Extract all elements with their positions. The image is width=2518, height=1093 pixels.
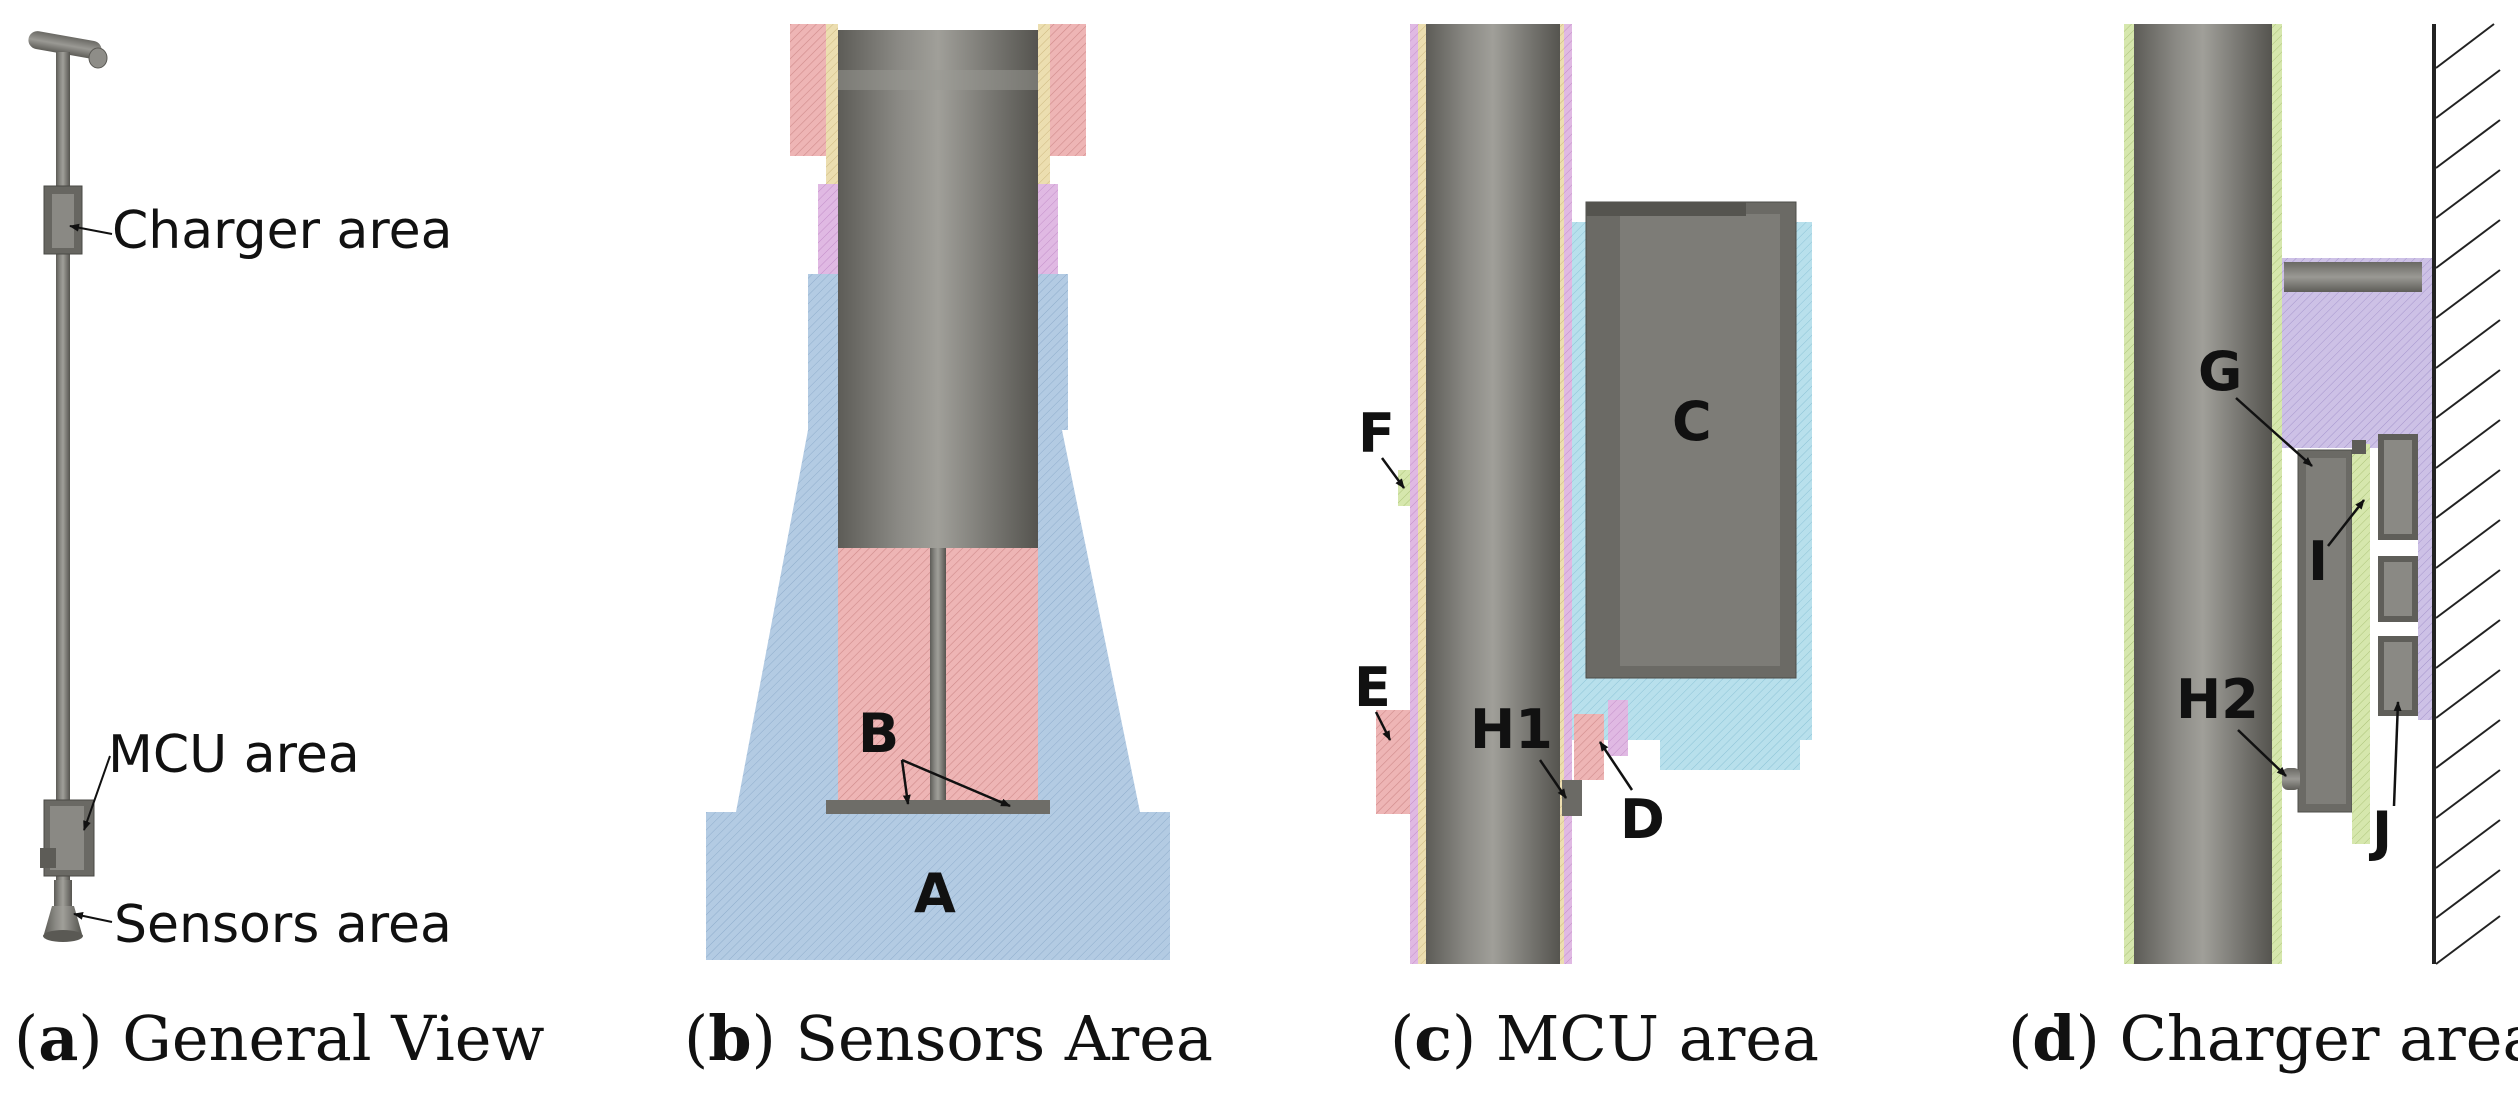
caption-c-text: MCU area [1496, 1002, 1819, 1075]
panel-b-sensors-area: B A (b) Sensors Area [684, 24, 1213, 1075]
charger-sleeve-left [2124, 24, 2134, 964]
mcu-area-label: MCU area [108, 725, 360, 785]
label-F: F [1358, 402, 1395, 465]
charger-sleeve-right [2272, 24, 2282, 964]
handle-bar [28, 31, 102, 59]
sleeve-pink-left [1410, 24, 1418, 964]
wall-left-yellow [826, 24, 838, 184]
caption-c: (c) MCU area [1390, 1002, 1819, 1075]
wall-right-pink [1038, 184, 1058, 274]
wall-right-yellow [1038, 24, 1050, 184]
sensor-plate [826, 800, 1050, 814]
inner-tube [838, 30, 1038, 550]
arrow-D [1598, 741, 1634, 791]
top-collar-right [1050, 24, 1086, 156]
component-H2 [2282, 768, 2300, 790]
label-G: G [2198, 340, 2242, 403]
charger-plate-I [2352, 444, 2370, 844]
module-J-top-face [2384, 440, 2412, 534]
handle-end-cap [88, 47, 108, 69]
mcu-pole [1426, 24, 1560, 964]
arrow-G [2235, 397, 2313, 467]
top-collar-left [790, 24, 826, 156]
panel-d-charger-area: G I H2 J (d) Charger area [2008, 23, 2518, 1075]
sensor-block-right [946, 548, 1038, 810]
sleeve-pink-right [1562, 24, 1572, 964]
caption-d: (d) Charger area [2008, 1002, 2518, 1075]
sensor-divider [930, 548, 946, 810]
label-H2: H2 [2176, 668, 2259, 731]
charger-coil-G-face [2306, 458, 2346, 804]
caption-c-letter: c [1414, 1002, 1452, 1075]
component-D-red [1574, 714, 1604, 780]
label-B: B [858, 702, 899, 765]
label-J: J [2368, 800, 2392, 863]
sleeve-yellow-left [1418, 24, 1426, 964]
label-H1: H1 [1470, 698, 1553, 761]
sleeve-yellow-right [1558, 24, 1564, 964]
main-pole [56, 52, 70, 932]
component-H1 [1562, 780, 1582, 816]
arrow-B-1 [900, 759, 911, 805]
mcu-clamp [40, 848, 56, 868]
charger-back-I [2352, 440, 2366, 454]
sensors-area-label: Sensors area [114, 895, 452, 955]
caption-a-letter: a [38, 1002, 78, 1075]
sensor-foot [44, 906, 82, 934]
label-D: D [1620, 788, 1665, 851]
mcu-board-C-inner [1620, 214, 1780, 666]
charger-housing-face [52, 194, 74, 248]
module-J-wall-strip [2418, 430, 2432, 720]
caption-a-text: General View [122, 1002, 544, 1075]
arrow-B-2 [901, 758, 1011, 808]
caption-b: (b) Sensors Area [684, 1002, 1213, 1075]
label-A: A [914, 862, 956, 925]
arrow-H2 [2237, 729, 2287, 777]
caption-b-letter: b [708, 1002, 751, 1075]
label-C: C [1672, 390, 1712, 453]
inner-tube-top [838, 70, 1038, 90]
charger-area-arrow [69, 223, 113, 235]
label-E: E [1354, 656, 1391, 719]
sensor-collar [54, 880, 72, 906]
caption-b-text: Sensors Area [795, 1002, 1212, 1075]
wall-hatch [2435, 23, 2501, 965]
caption-d-text: Charger area [2119, 1002, 2518, 1075]
label-I: I [2308, 530, 2328, 593]
wall-face [2432, 24, 2436, 964]
charger-pole [2134, 24, 2272, 964]
component-D-pink [1608, 700, 1628, 756]
module-J-mid-face [2384, 562, 2412, 616]
sensor-block-left [838, 548, 930, 810]
arrow-H1 [1538, 759, 1568, 799]
mcu-board-C-top [1586, 202, 1746, 216]
caption-d-letter: d [2032, 1002, 2075, 1075]
mcu-lower-bracket [1660, 680, 1800, 770]
arrow-F [1380, 457, 1406, 489]
arrow-J [2392, 701, 2402, 807]
module-J-bot-face [2384, 642, 2412, 710]
wall-left-pink [818, 184, 838, 274]
sensor-foot-base [43, 930, 83, 942]
sensors-area-arrow [73, 911, 113, 923]
arrow-I [2327, 499, 2365, 547]
panel-a-general-view: Charger area MCU area Sensors area (a) G… [14, 31, 545, 1075]
charger-area-label: Charger area [112, 201, 452, 261]
panel-c-mcu-area: C F E H1 D (c) MCU area [1354, 24, 1819, 1075]
wall-mount-rod [2284, 262, 2422, 292]
mcu-area-arrow [83, 755, 111, 831]
arrow-E [1374, 711, 1392, 741]
caption-a: (a) General View [14, 1002, 545, 1075]
pad-E [1376, 710, 1410, 814]
